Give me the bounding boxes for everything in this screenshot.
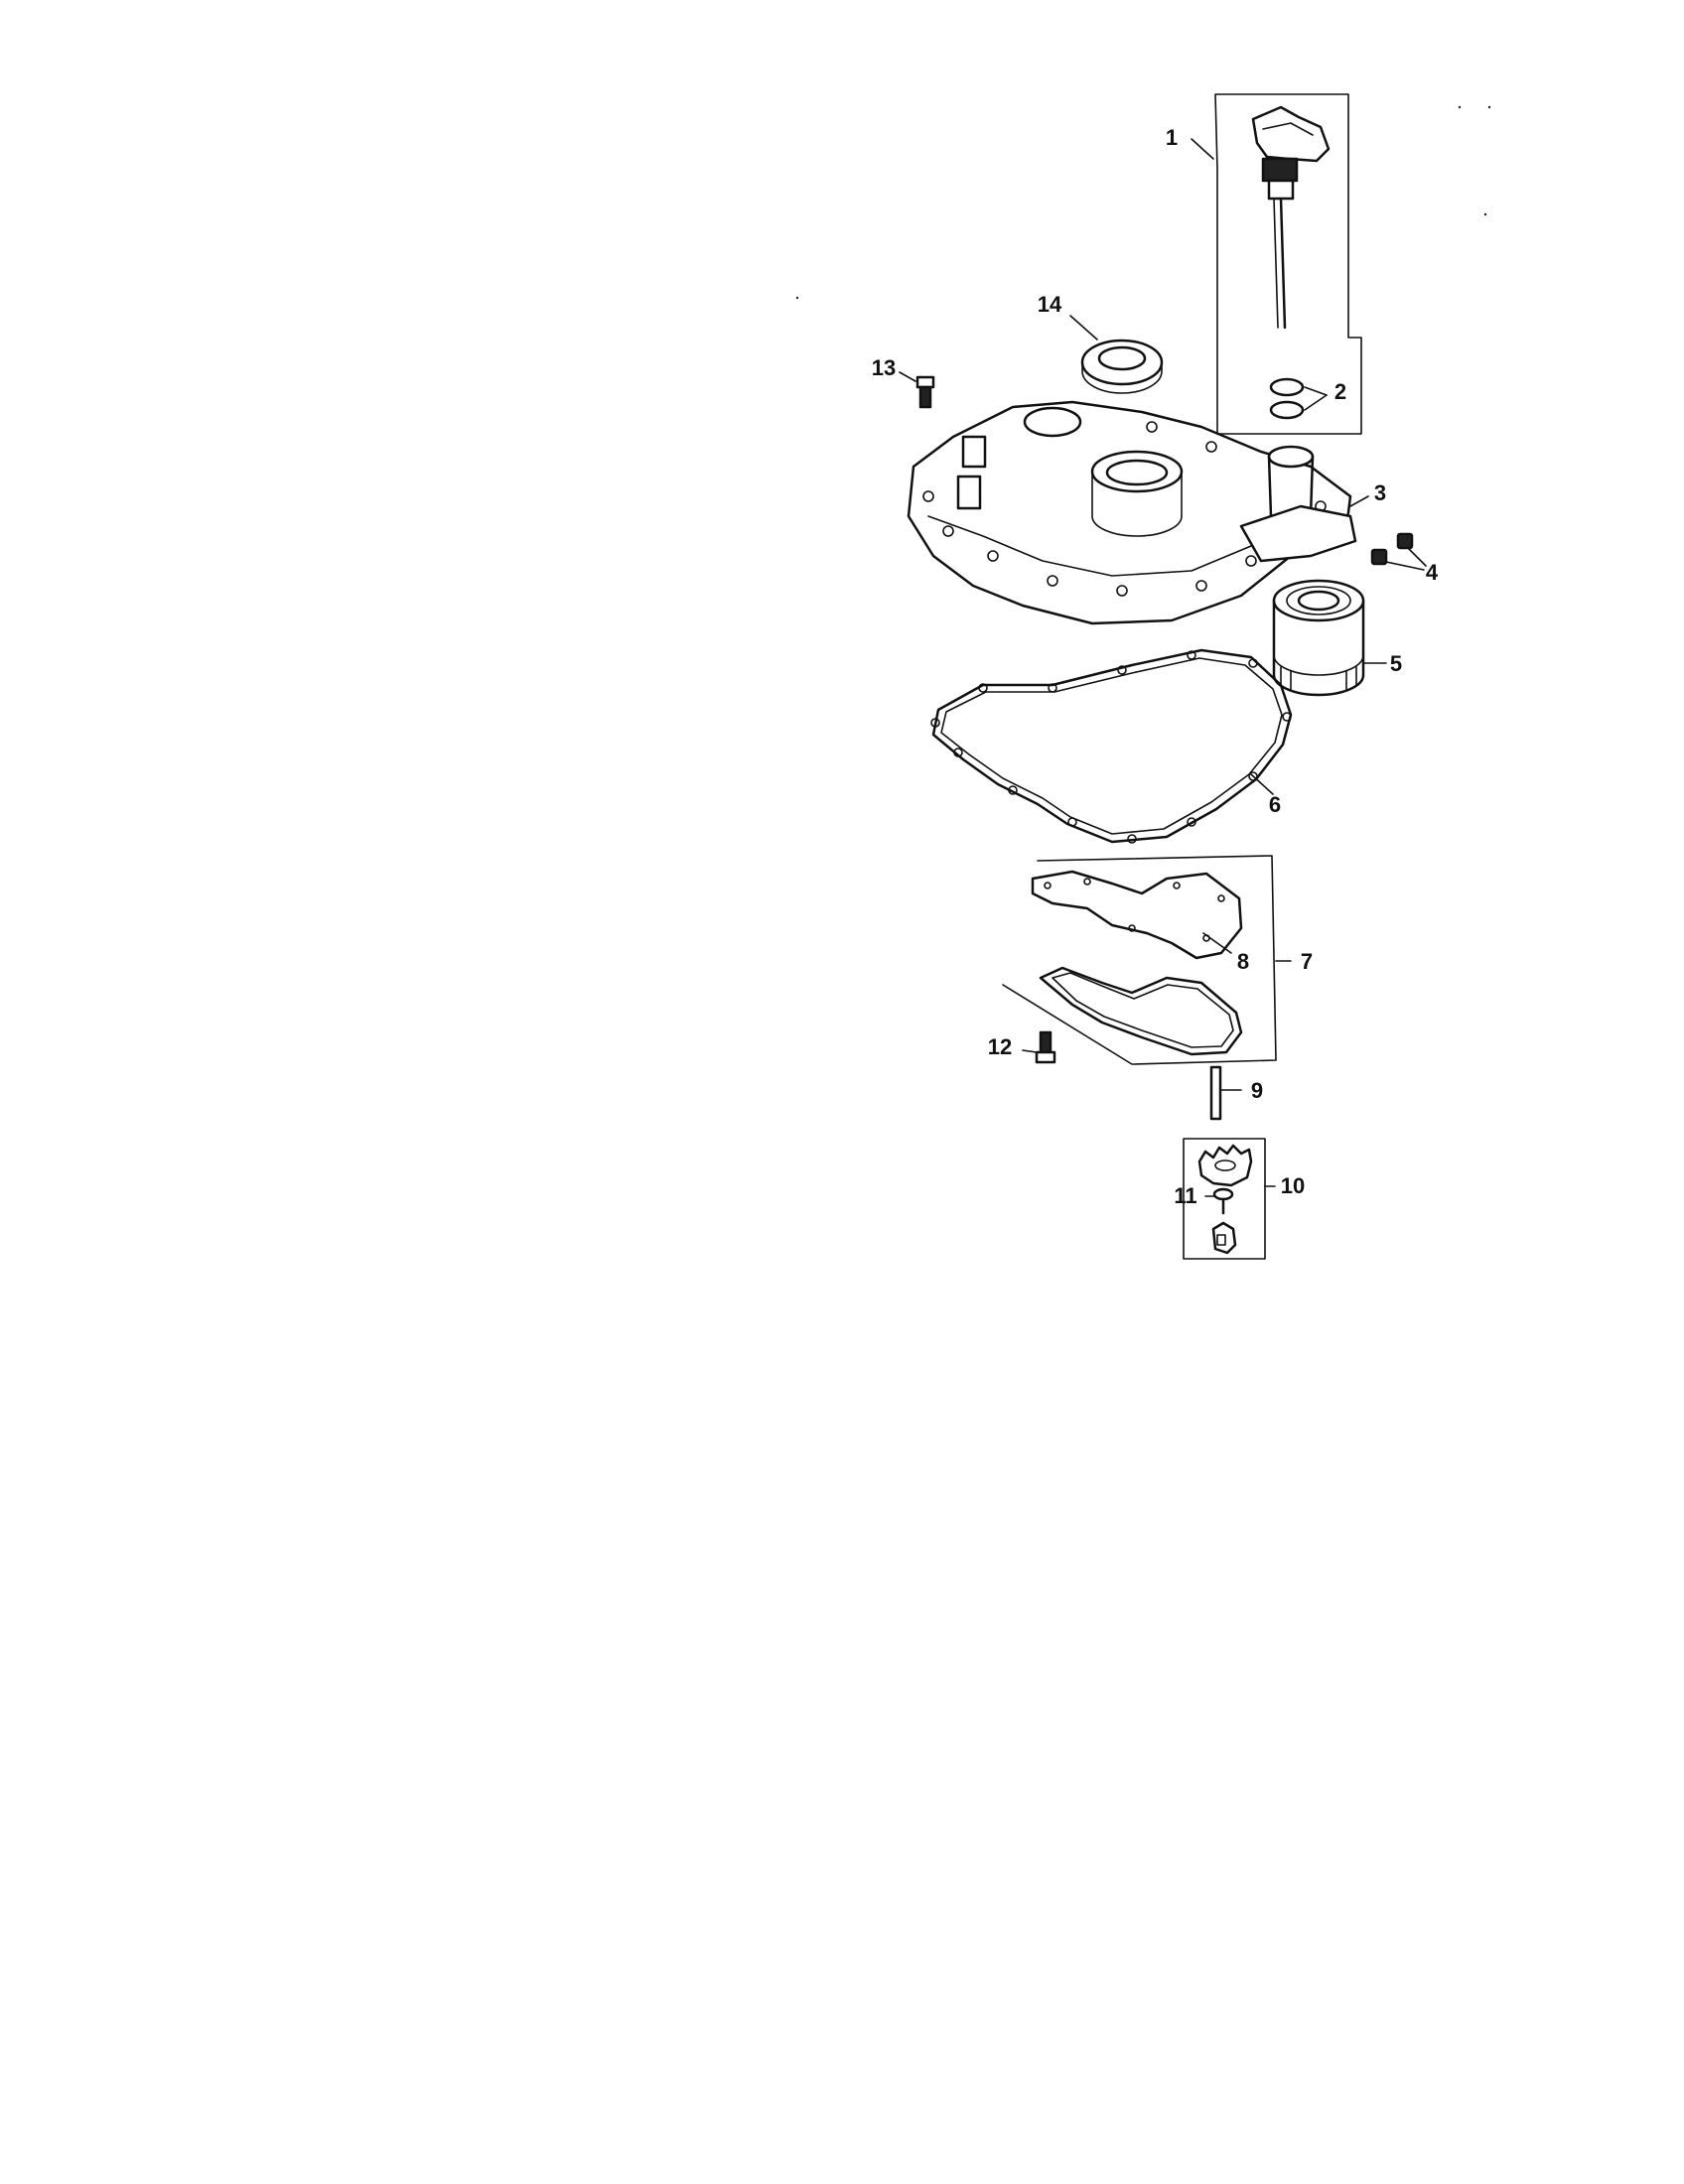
screw-icon[interactable] [1035,1030,1056,1064]
callout-11: 11 [1174,1183,1196,1208]
callout-3: 3 [1374,480,1386,505]
callout-6: 6 [1269,792,1281,817]
callout-10: 10 [1281,1173,1305,1198]
callout-1: 1 [1166,125,1178,150]
oil-pump-icon[interactable] [1183,1138,1266,1260]
washer-icon[interactable] [1212,1187,1234,1215]
shaft-pin-icon[interactable] [1209,1065,1222,1121]
fitting-icon[interactable] [1370,532,1414,566]
callout-12: 12 [988,1034,1012,1059]
callout-7: 7 [1301,949,1313,974]
gasket-kit-icon[interactable] [1002,855,1277,1065]
o-ring-icon[interactable] [1269,377,1305,420]
gasket-icon[interactable] [930,648,1293,844]
callout-13: 13 [872,355,896,380]
plate-gasket-icon[interactable] [1031,870,1243,1056]
closure-plate-icon[interactable] [907,400,1357,625]
oil-seal-icon[interactable] [1080,339,1164,394]
callout-5: 5 [1390,651,1402,676]
oil-filter-icon[interactable] [1272,579,1365,697]
screw-icon[interactable] [915,375,935,409]
callout-8: 8 [1237,949,1249,974]
callout-2: 2 [1334,379,1346,404]
callout-14: 14 [1038,292,1062,317]
callout-9: 9 [1251,1078,1263,1103]
dipstick-icon[interactable] [1214,93,1362,435]
callout-4: 4 [1426,560,1439,585]
